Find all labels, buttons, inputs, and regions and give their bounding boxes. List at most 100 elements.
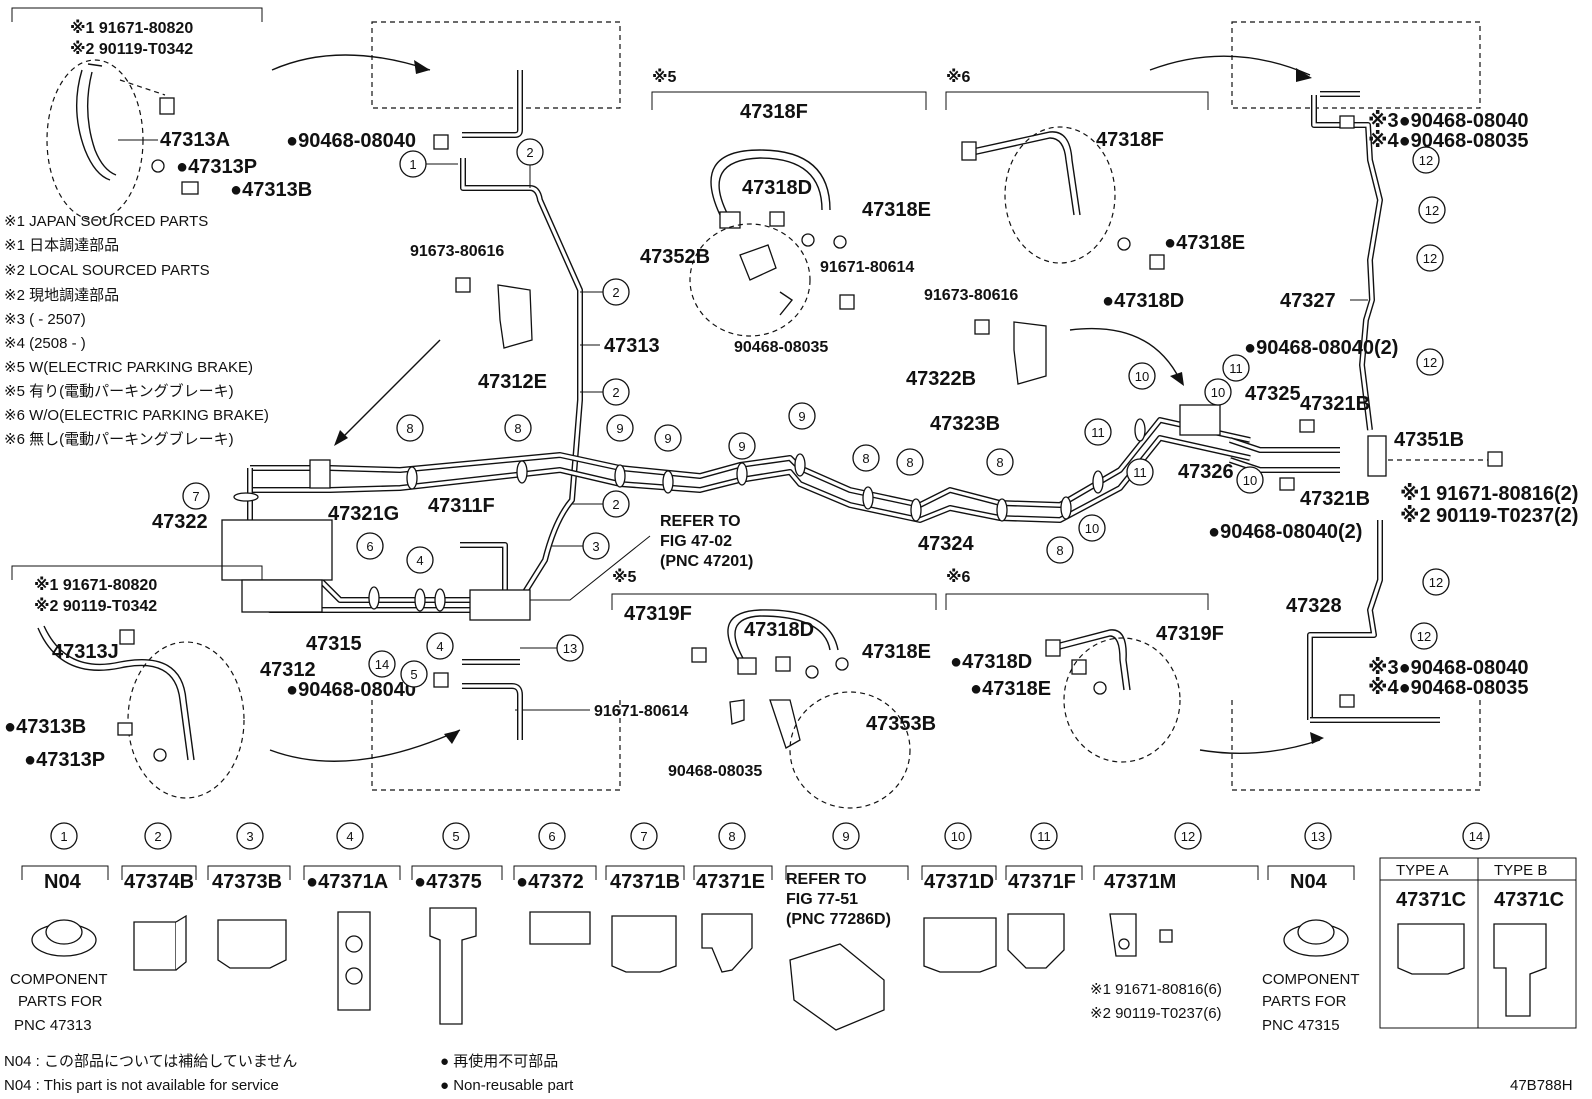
svg-text:9: 9: [664, 431, 671, 446]
svg-text:8: 8: [1056, 543, 1063, 558]
svg-text:2: 2: [612, 285, 619, 300]
legend-num-7: 7: [640, 829, 647, 844]
svg-text:12: 12: [1417, 629, 1431, 644]
svg-text:2: 2: [612, 385, 619, 400]
legend-num-1: 1: [60, 829, 67, 844]
legend-pn-14a: 47371C: [1396, 889, 1466, 911]
label-47321G: 47321G: [328, 503, 399, 525]
legend-pn-9: REFER TO: [786, 871, 867, 888]
part-47322B: 47322B: [906, 368, 976, 390]
r-90468-08040-2a: ●90468-08040(2): [1244, 337, 1398, 359]
note-8: ※5 有り(電動パーキングブレーキ): [4, 382, 234, 400]
legend-num-11: 11: [1037, 829, 1051, 844]
part-47313P: ●47313P: [176, 156, 257, 178]
part-90468-08035-a: 90468-08035: [734, 339, 828, 356]
svg-text:7: 7: [192, 489, 199, 504]
legend-desc-9b: (PNC 77286D): [786, 911, 891, 928]
r-90468-08040-top: ※3●90468-08040: [1368, 110, 1529, 132]
legend-pn-12: 47371M: [1104, 871, 1176, 893]
diagram-id: 47B788H: [1510, 1077, 1573, 1094]
legend-desc-13b: PARTS FOR: [1262, 993, 1347, 1010]
label-47351B: 47351B: [1394, 429, 1464, 451]
svg-text:8: 8: [996, 455, 1003, 470]
part-47313B: ●47313B: [230, 179, 312, 201]
legend-num-5: 5: [452, 829, 459, 844]
svg-text:11: 11: [1229, 361, 1243, 376]
label-47326: 47326: [1178, 461, 1234, 483]
legend-num-3: 3: [246, 829, 253, 844]
ref-japan-b: ※1 91671-80820: [34, 576, 157, 594]
svg-text:3: 3: [592, 539, 599, 554]
legend-desc-13a: COMPONENT: [1262, 971, 1360, 988]
label-91673-80616: 91673-80616: [410, 243, 504, 260]
part-47313J: 47313J: [52, 641, 119, 663]
svg-text:12: 12: [1419, 153, 1433, 168]
inset-bottom-left: [269, 659, 621, 791]
svg-text:4: 4: [416, 553, 423, 568]
footnote-n04-jp: N04 : この部品については補給していません: [4, 1053, 297, 1070]
r-90468-08035-bot: ※4●90468-08035: [1368, 677, 1529, 699]
label-90468-08040-bottom: ●90468-08040: [286, 679, 416, 701]
panel-s6-bottom: ※6 47319F ●47318D ●47318E: [945, 568, 1224, 763]
part-47318E-b: ●47318E: [1164, 232, 1245, 254]
svg-text:10: 10: [1211, 385, 1225, 400]
mark-s5-bottom: ※5: [612, 568, 637, 586]
part-47318E-a: 47318E: [862, 199, 931, 221]
part-90468-08035-b: 90468-08035: [668, 763, 762, 780]
svg-text:12: 12: [1423, 251, 1437, 266]
legend-row: 1 2 3 4 5 6 7 8 9 10 11 12 13 14 N04 473…: [10, 822, 1577, 1034]
label-47328: 47328: [1286, 595, 1342, 617]
part-47313B-b: ●47313B: [4, 716, 86, 738]
legend-num-14: 14: [1469, 829, 1483, 844]
bracket-47312E: 91673-80616 47312E: [334, 243, 547, 446]
note-5: ※3 ( - 2507): [4, 311, 86, 328]
svg-text:9: 9: [616, 421, 623, 436]
note-2: ※1 日本調達部品: [4, 237, 119, 254]
svg-text:10: 10: [1085, 521, 1099, 536]
note-1: ※1 JAPAN SOURCED PARTS: [4, 213, 208, 230]
svg-text:11: 11: [1133, 465, 1147, 480]
svg-text:11: 11: [1091, 425, 1105, 440]
svg-text:13: 13: [563, 641, 577, 656]
legend-num-6: 6: [548, 829, 555, 844]
legend-pn-8: 47371E: [696, 871, 765, 893]
r-90468-08040-bot: ※3●90468-08040: [1368, 657, 1529, 679]
ref-local-b: ※2 90119-T0342: [34, 597, 157, 615]
part-47318D-a: 47318D: [742, 177, 812, 199]
note-4: ※2 現地調達部品: [4, 287, 119, 304]
legend-shapes: [31, 907, 1547, 1031]
svg-text:9: 9: [738, 439, 745, 454]
mark-s5-top: ※5: [652, 68, 677, 86]
part-47353B: 47353B: [866, 713, 936, 735]
legend-num-8: 8: [728, 829, 735, 844]
part-47313P-b: ●47313P: [24, 749, 105, 771]
svg-text:4: 4: [436, 639, 443, 654]
legend-desc-1a: COMPONENT: [10, 971, 108, 988]
svg-text:12: 12: [1429, 575, 1443, 590]
legend-num-2: 2: [154, 829, 161, 844]
legend-num-13: 13: [1311, 829, 1325, 844]
legend-num-4: 4: [346, 829, 353, 844]
group-ground-strap-bottom: ※1 91671-80820 ※2 90119-T0342 47313J ●47…: [4, 565, 263, 799]
svg-text:8: 8: [406, 421, 413, 436]
legend-pn-4: ●47371A: [306, 871, 388, 893]
legend-desc-12b: ※2 90119-T0237(6): [1090, 1005, 1222, 1022]
svg-text:12: 12: [1425, 203, 1439, 218]
legend-num-12: 12: [1181, 829, 1195, 844]
footnotes: N04 : この部品については補給していません N04 : This part …: [4, 1053, 1573, 1094]
ref-japan: ※1 91671-80820: [70, 19, 193, 37]
part-47352B: 47352B: [640, 246, 710, 268]
legend-pn-5: ●47375: [414, 871, 482, 893]
label-91671-80614-lower: 91671-80614: [594, 703, 688, 720]
legend-pn-13: N04: [1290, 871, 1328, 893]
part-47318D-b: ●47318D: [1102, 290, 1184, 312]
legend-desc-13c: PNC 47315: [1262, 1017, 1340, 1034]
legend-num-10: 10: [951, 829, 965, 844]
label-47321B-top: 47321B: [1300, 393, 1370, 415]
label-47312: 47312: [260, 659, 316, 681]
svg-text:8: 8: [862, 451, 869, 466]
label-refer-to: REFER TO: [660, 513, 741, 530]
legend-type-a: TYPE A: [1396, 862, 1449, 879]
legend-desc-1b: PARTS FOR: [18, 993, 103, 1010]
